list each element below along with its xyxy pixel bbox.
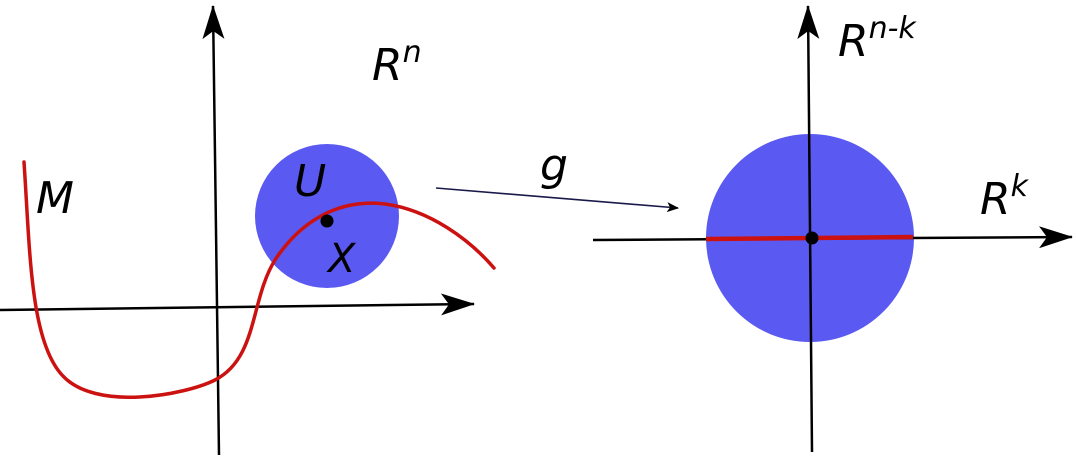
point-label: X xyxy=(326,236,357,282)
manifold-label: M xyxy=(36,173,74,224)
point-x-marker xyxy=(320,214,334,228)
space-right-horizontal-label-base: R xyxy=(980,174,1011,225)
space-right-horizontal-label: Rk xyxy=(980,169,1030,225)
space-right-vertical-label: Rn-k xyxy=(838,11,917,67)
manifold-curve-m xyxy=(22,160,496,399)
space-right-horizontal-label-exponent: k xyxy=(1011,169,1030,204)
right-panel: Rn-k Rk xyxy=(592,5,1073,453)
right-vertical-axis xyxy=(797,5,820,453)
image-point-origin xyxy=(805,231,819,245)
space-left-label-base: R xyxy=(372,40,403,91)
map-arrow xyxy=(435,187,679,213)
left-panel: M U X Rn xyxy=(0,5,496,456)
map-label: g xyxy=(540,140,568,191)
left-vertical-axis xyxy=(202,5,225,456)
space-left-label-exponent: n xyxy=(403,35,422,70)
left-horizontal-axis xyxy=(0,293,475,316)
map-g: g xyxy=(435,140,679,213)
neighborhood-label: U xyxy=(294,156,326,207)
space-left-label: Rn xyxy=(372,35,422,91)
space-right-vertical-label-exponent: n-k xyxy=(869,11,918,46)
space-right-vertical-label-base: R xyxy=(838,16,869,67)
